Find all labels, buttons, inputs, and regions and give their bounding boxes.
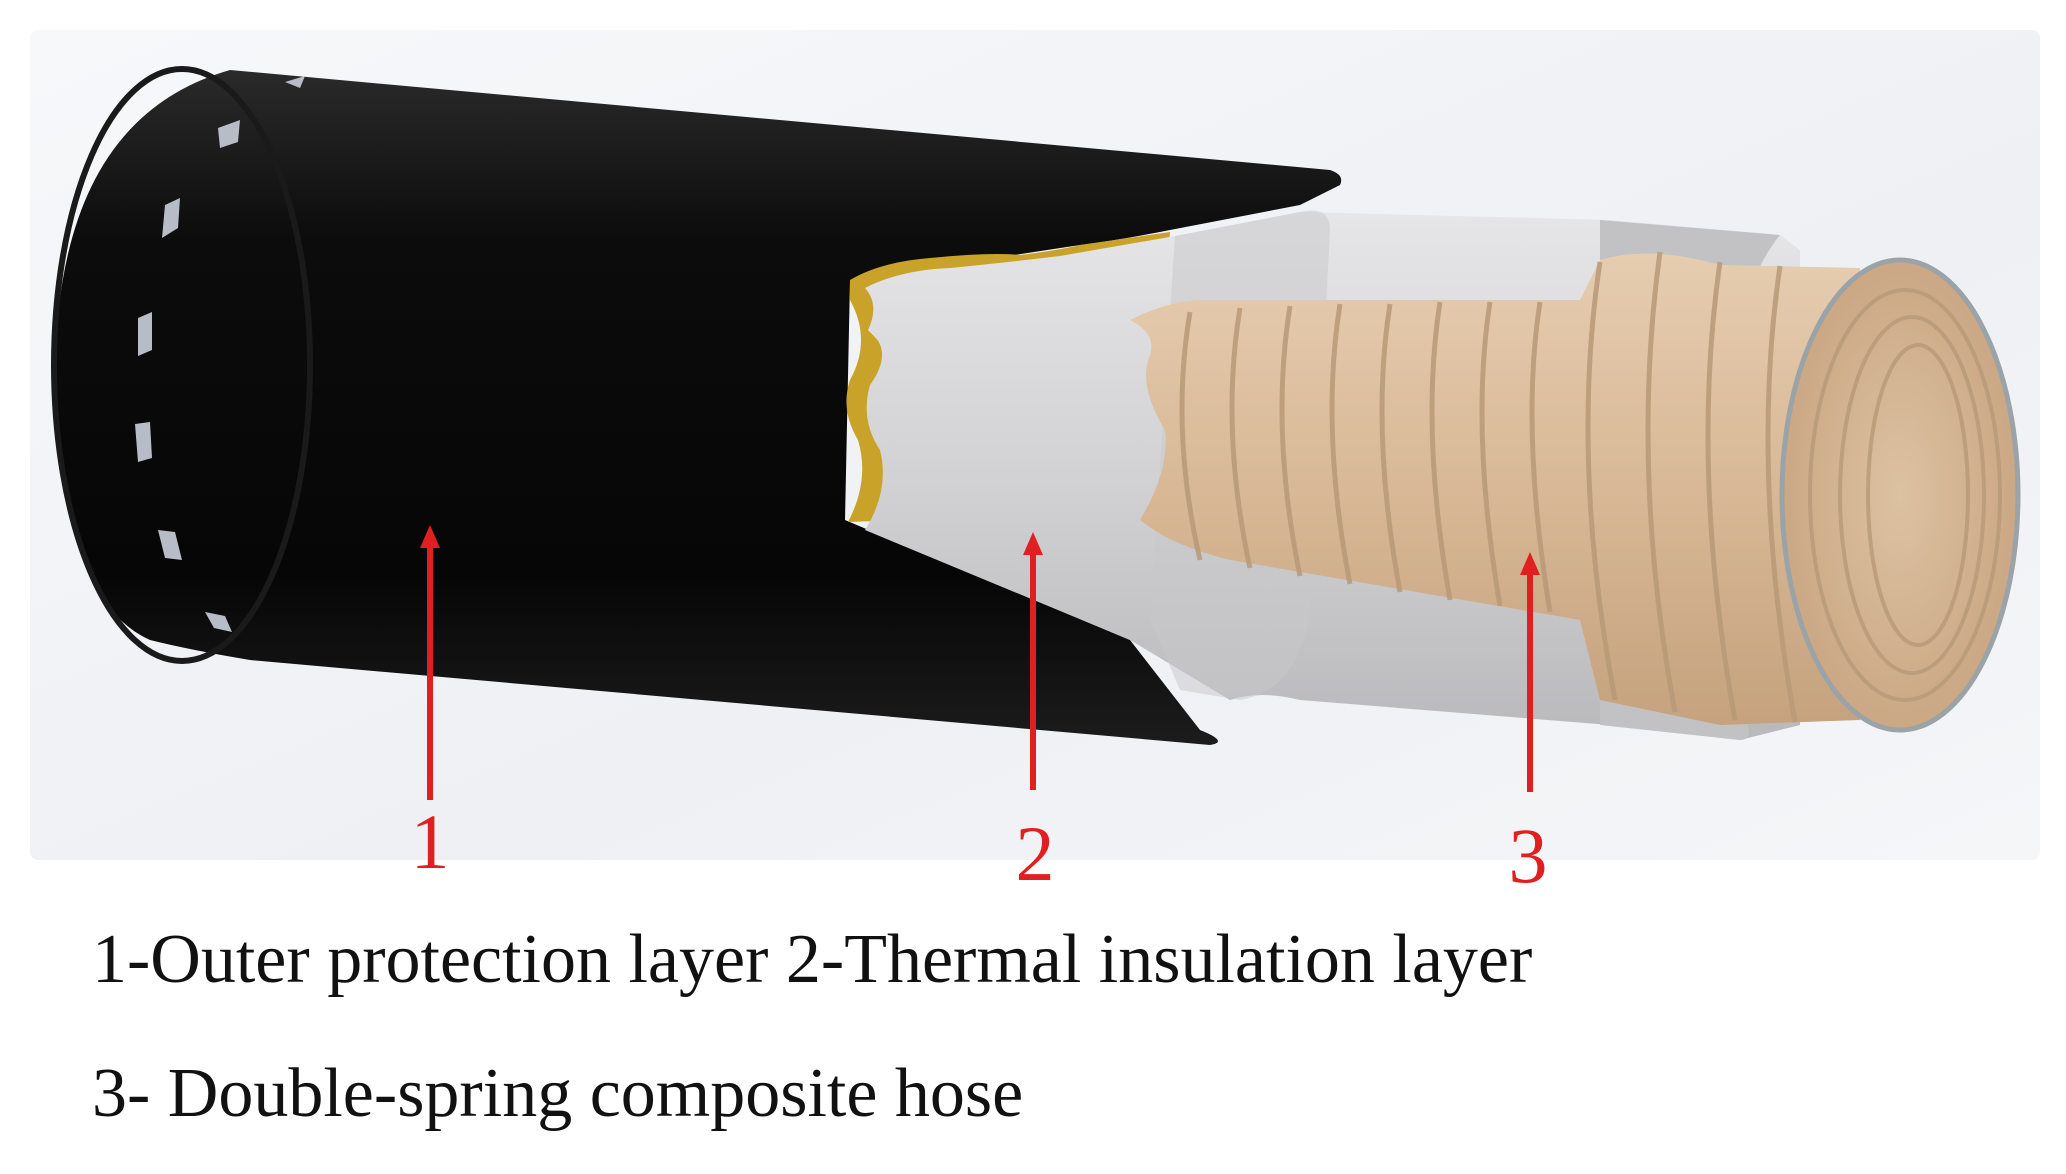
marker-1: 1 <box>411 525 450 885</box>
marker-1-label: 1 <box>411 798 450 885</box>
outer-protection-layer <box>51 66 1342 745</box>
marker-2-arrowhead <box>1023 532 1043 555</box>
marker-2: 2 <box>1016 532 1055 897</box>
caption-line-1: 1-Outer protection layer 2-Thermal insul… <box>92 921 1533 998</box>
rim-marks <box>135 76 305 632</box>
marker-3-arrowhead <box>1520 552 1540 575</box>
marker-3-label: 3 <box>1509 812 1548 899</box>
marker-3: 3 <box>1509 552 1548 899</box>
marker-2-label: 2 <box>1016 810 1055 897</box>
caption-line-2: 3- Double-spring composite hose <box>92 1055 1024 1132</box>
marker-1-arrowhead <box>420 525 440 548</box>
double-spring-composite-hose <box>1130 251 2021 733</box>
